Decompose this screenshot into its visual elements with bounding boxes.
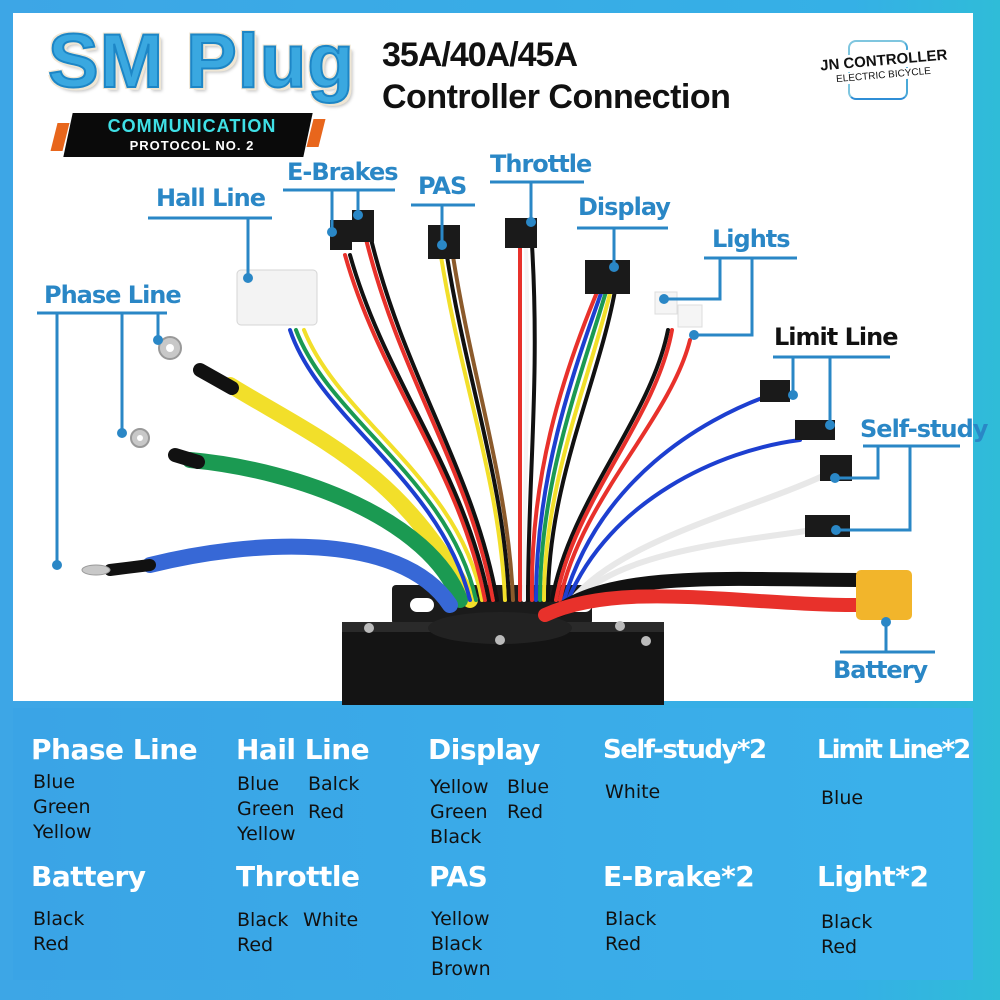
color-item: Green <box>33 796 91 818</box>
color-item: Black <box>821 911 873 933</box>
callout-self-study: Self-study <box>860 415 988 443</box>
color-item: Red <box>33 933 70 955</box>
callout-battery: Battery <box>833 656 928 684</box>
legend-colors: Blue Green Yellow <box>237 772 296 847</box>
legend-colors: Black Red <box>821 910 872 960</box>
badge-title: COMMUNICATION <box>107 116 277 136</box>
legend-colors: Black Red <box>237 908 288 958</box>
color-item: Green <box>237 798 295 820</box>
legend-colors: Black Red <box>605 907 656 957</box>
callout-limit-line: Limit Line <box>774 323 898 351</box>
leader-lines <box>37 180 960 654</box>
color-item: Red <box>605 933 642 955</box>
color-item: Black <box>237 909 289 931</box>
callout-lights: Lights <box>712 225 791 253</box>
legend-colors: Black Red <box>33 907 84 957</box>
legend-title: Limit Line*2 <box>817 735 971 765</box>
color-item: Balck <box>308 773 360 795</box>
legend-title: Hail Line <box>236 733 370 766</box>
phase-wires <box>104 363 478 613</box>
color-item: White <box>605 781 661 803</box>
legend-title: Self-study*2 <box>603 735 767 765</box>
color-item: White <box>303 909 359 931</box>
legend-title: Battery <box>31 860 146 893</box>
legend-colors: White <box>605 780 660 805</box>
legend-title: E-Brake*2 <box>603 860 755 893</box>
callout-e-brakes: E-Brakes <box>287 158 399 186</box>
color-item: Yellow <box>430 776 489 798</box>
color-item: Red <box>237 934 274 956</box>
battery-wires <box>538 571 865 622</box>
color-item: Yellow <box>33 821 92 843</box>
callout-hall-line: Hall Line <box>156 184 266 212</box>
callout-phase-line: Phase Line <box>44 281 182 309</box>
color-item: Red <box>821 936 858 958</box>
amperage-title: 35A/40A/45A <box>382 36 578 74</box>
legend-colors: Yellow Green Black <box>430 775 489 850</box>
badge-subtitle: PROTOCOL NO. 2 <box>129 138 255 153</box>
callout-pas: PAS <box>418 172 467 200</box>
legend-colors: Yellow Black Brown <box>431 907 491 982</box>
color-legend-panel <box>13 708 973 980</box>
color-item: Blue <box>507 776 550 798</box>
callout-display: Display <box>578 193 671 221</box>
legend-title: Display <box>428 733 540 766</box>
legend-title: PAS <box>429 860 488 893</box>
leader-dots <box>52 210 891 627</box>
callout-throttle: Throttle <box>490 150 592 178</box>
color-item: Black <box>33 908 85 930</box>
color-item: Yellow <box>237 823 296 845</box>
brand-logo: JN CONTROLLER ELECTRIC BICYCLE <box>817 40 950 100</box>
color-item: Blue <box>237 773 280 795</box>
color-item: Blue <box>821 787 864 809</box>
color-item: Black <box>605 908 657 930</box>
color-item: Black <box>430 826 482 848</box>
color-item: Brown <box>431 958 491 980</box>
legend-title: Throttle <box>236 860 360 893</box>
legend-colors: Blue <box>821 786 863 811</box>
connection-title: Controller Connection <box>382 78 731 116</box>
color-item: Red <box>507 801 544 823</box>
legend-colors-secondary: White <box>303 908 358 933</box>
color-item: Black <box>431 933 483 955</box>
legend-colors-secondary: Balck Red <box>308 772 359 825</box>
page-title: SM Plug <box>47 18 355 105</box>
protocol-badge: COMMUNICATION PROTOCOL NO. 2 <box>50 113 326 157</box>
legend-colors: Blue Green Yellow <box>33 770 92 845</box>
color-item: Green <box>430 801 488 823</box>
legend-title: Light*2 <box>817 860 929 893</box>
color-item: Blue <box>33 771 76 793</box>
color-item: Red <box>308 801 345 823</box>
legend-title: Phase Line <box>31 733 198 766</box>
legend-colors-secondary: Blue Red <box>507 775 549 825</box>
signal-wires <box>288 233 828 603</box>
wiring-illustration <box>37 180 960 705</box>
connectors <box>81 210 912 620</box>
color-item: Yellow <box>431 908 490 930</box>
